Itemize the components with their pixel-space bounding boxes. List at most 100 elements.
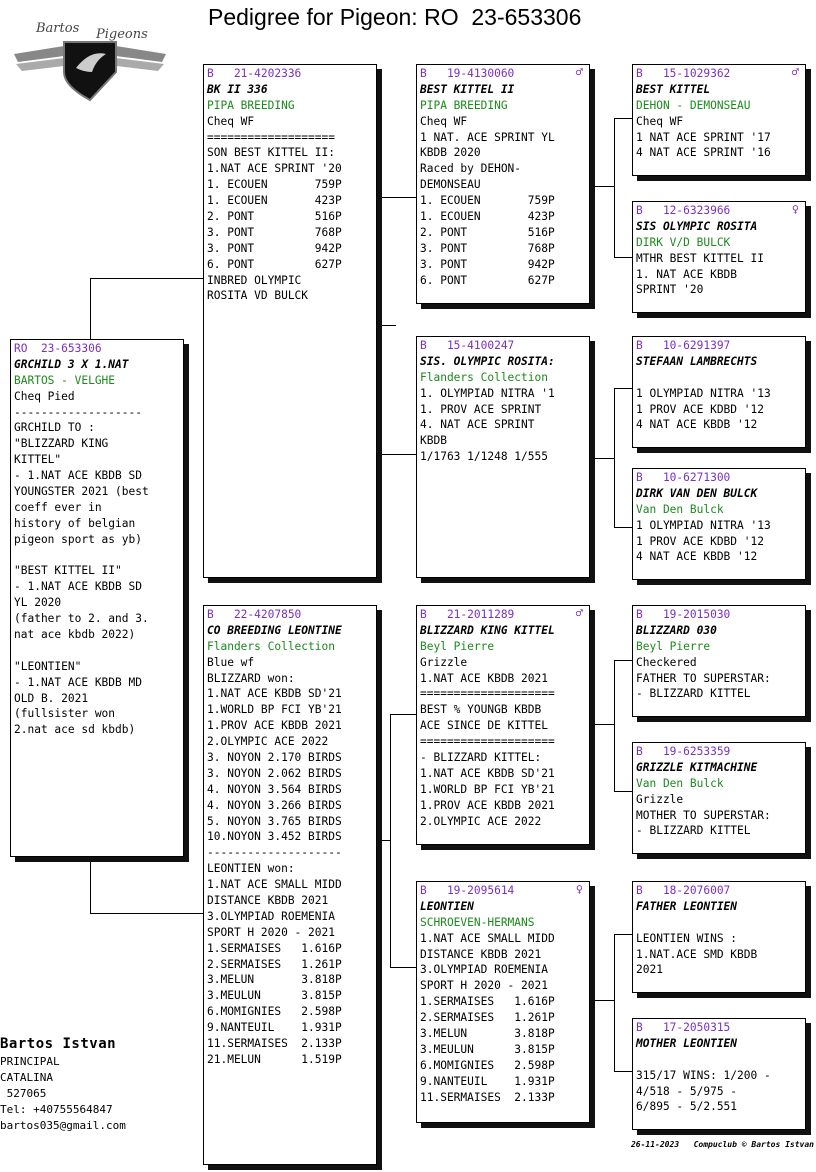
connector [376,325,396,326]
connector [376,197,417,455]
info-line: 1.WORLD BP FCI YB'21 [420,782,555,796]
breeder-name: Flanders Collection [207,639,335,653]
info-line: DISTANCE KBDB 2021 [420,947,542,961]
connector [614,118,633,258]
info-line: YL 2020 [14,596,62,610]
info-line [14,643,180,659]
ring-number: B 19-6253359 [636,745,731,758]
info-line: KITTEL" [14,453,62,467]
connector [614,934,633,1072]
info-line: 1.PROV ACE KBDB 2021 [207,719,342,733]
info-line: 1 NAT ACE SPRINT '17 [636,130,771,144]
info-line: "BEST KITTEL II" [14,564,122,578]
breeder-name: PIPA BREEDING [420,98,508,112]
sex-symbol-icon: ♀ [575,882,583,896]
info-line: ACE SINCE DE KITTEL [420,719,548,733]
info-line: 1. ECOUEN 423P [420,210,555,224]
connector [614,388,633,528]
info-line: 1. OLYMPIAD NITRA '1 [420,386,555,400]
ring-number: B 19-2015030 [636,608,731,621]
info-line: 2. PONT 516P [207,210,342,224]
info-line: ------------------- [14,405,142,419]
info-line: 10.NOYON 3.452 BIRDS [207,830,342,844]
info-line: 5. NOYON 3.765 BIRDS [207,814,342,828]
info-line: 4/518 - 5/975 - [636,1084,738,1098]
info-line: Blue wf [207,655,255,669]
info-line: 1.NAT ACE SMALL MIDD [207,878,342,892]
info-line: 1.NAT ACE KBDB SD'21 [207,687,342,701]
info-line: YOUNGSTER 2021 (best [14,485,149,499]
info-line: 3. NOYON 2.170 BIRDS [207,751,342,765]
pigeon-name: BLIZZARD 030 [636,623,717,637]
info-line: 6.MOMIGNIES 2.598P [420,1058,555,1072]
connector [390,714,417,968]
info-line: DISTANCE KBDB 2021 [207,894,329,908]
ring-number: B 21-2011289 [420,608,515,621]
info-line: coeff ever in [14,500,102,514]
info-line: 1. ECOUEN 759P [420,194,555,208]
info-line: BEST % YOUNGB KBDB [420,703,542,717]
connector [90,857,205,914]
ring-number: B 21-4202336 [207,67,302,80]
owner-name: Bartos Istvan [0,1036,117,1052]
info-line: 1 NAT. ACE SPRINT YL [420,130,555,144]
connector [590,1000,614,1001]
pigeon-name: FATHER LEONTIEN [636,899,738,913]
info-line: 315/17 WINS: 1/200 - [636,1068,771,1082]
info-line: 6. PONT 627P [207,257,342,271]
pigeon-name: STEFAAN LAMBRECHTS [636,354,758,368]
info-line: 1/1763 1/1248 1/555 [420,450,548,464]
info-line: ==================== [420,687,555,701]
info-line: 3. NOYON 2.062 BIRDS [207,766,342,780]
info-line: 11.SERMAISES 2.133P [207,1037,342,1051]
info-line: Grizzle [420,655,468,669]
ring-number: B 15-4100247 [420,339,515,352]
pigeon-name: CO BREEDING LEONTINE [207,623,342,637]
logo: Bartos Pigeons [10,16,170,102]
owner-line: CATALINA [0,1071,53,1084]
info-line: KBDB 2020 [420,146,481,160]
ring-number: B 22-4207850 [207,608,302,621]
info-line: Grizzle [636,792,684,806]
breeder-name: SCHROEVEN-HERMANS [420,915,535,929]
info-line: 2021 [636,963,663,977]
info-line: 3.MELUN 3.818P [207,973,342,987]
info-line: 1. ECOUEN 759P [207,178,342,192]
info-line: GRCHILD TO : [14,421,95,435]
info-line: ROSITA VD BULCK [207,289,309,303]
info-line: MOTHER TO SUPERSTAR: [636,808,771,822]
info-line: BLIZZARD won: [207,671,295,685]
ring-number: B 19-2095614 [420,884,515,897]
info-line: Cheq WF [636,114,684,128]
info-line: =================== [207,130,335,144]
ring-number: B 12-6323966 [636,204,731,217]
pigeon-name: BEST KITTEL II [420,82,515,96]
info-line: 2. PONT 516P [420,225,555,239]
info-line: 9.NANTEUIL 1.931P [207,1021,342,1035]
breeder-name: Van Den Bulck [636,502,724,516]
info-line: 6. PONT 627P [420,273,555,287]
info-line: - 1.NAT ACE KBDB SD [14,580,142,594]
info-line: Raced by DEHON- [420,162,522,176]
info-line: 4. NOYON 3.266 BIRDS [207,798,342,812]
info-line: 4. NAT ACE SPRINT [420,418,535,432]
info-line: 1. NAT ACE KBDB [636,267,738,281]
info-line: OLD B. 2021 [14,691,89,705]
spacer-line [636,1052,802,1068]
info-line: 4. NOYON 3.564 BIRDS [207,782,342,796]
info-line: MTHR BEST KITTEL II [636,251,764,265]
page-title: Pedigree for Pigeon: RO 23-653306 [208,4,582,30]
pigeon-name: GRIZZLE KITMACHINE [636,760,758,774]
info-line: 2.OLYMPIC ACE 2022 [207,735,329,749]
info-line: - 1.NAT ACE KBDB MD [14,675,142,689]
